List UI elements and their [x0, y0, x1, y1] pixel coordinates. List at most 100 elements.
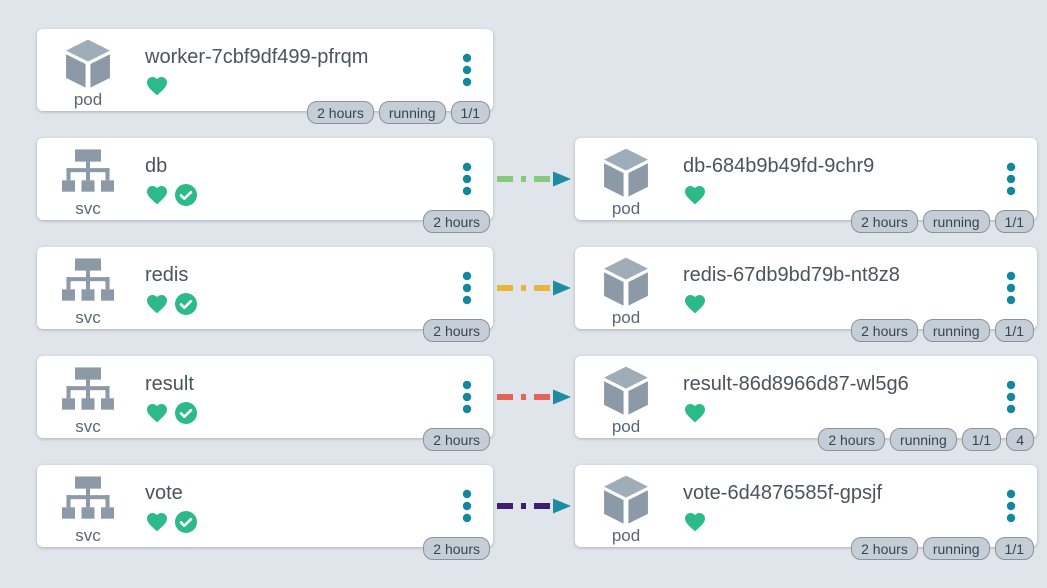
- status-badge: 1/1: [961, 428, 1002, 451]
- node-title: worker-7cbf9df499-pfrqm: [145, 46, 369, 68]
- badge-row: 2 hours: [423, 319, 490, 342]
- health-row: [683, 183, 985, 207]
- badge-row: 2 hours: [423, 210, 490, 233]
- status-badge: running: [922, 537, 990, 560]
- status-badge: running: [378, 101, 446, 124]
- node-content: vote: [139, 465, 441, 547]
- service-tree-icon: [62, 476, 114, 519]
- node-title: db-684b9b49fd-9chr9: [683, 155, 875, 177]
- kebab-menu-button[interactable]: [985, 356, 1037, 438]
- node-title: redis-67db9bd79b-nt8z8: [683, 264, 900, 286]
- health-heart-icon: [147, 77, 167, 96]
- pod-cube-icon: [604, 148, 648, 197]
- kebab-menu-button[interactable]: [985, 138, 1037, 220]
- node-kind-label: pod: [611, 526, 641, 545]
- node-kind-label: pod: [73, 90, 103, 109]
- status-badge: 2 hours: [851, 319, 918, 342]
- status-badge: 2 hours: [307, 101, 374, 124]
- kebab-dots-icon: [1006, 271, 1016, 305]
- badge-row: 2 hours: [423, 537, 490, 560]
- health-heart-icon: [147, 295, 167, 314]
- health-row: [145, 510, 441, 534]
- triangle-arrowhead-icon: [553, 171, 571, 187]
- node-card-db-svc[interactable]: svc db 2 hours: [37, 138, 493, 233]
- node-kind-label: svc: [75, 308, 101, 327]
- node-kind-label: pod: [611, 199, 641, 218]
- node-icon-block: svc: [37, 465, 139, 547]
- kebab-dots-icon: [462, 380, 472, 414]
- status-badge: 2 hours: [423, 319, 490, 342]
- node-card-redis-svc[interactable]: svc redis 2 hours: [37, 247, 493, 342]
- triangle-arrowhead-icon: [553, 389, 571, 405]
- pod-cube-icon: [604, 475, 648, 524]
- node-content: result: [139, 356, 441, 438]
- kebab-menu-button[interactable]: [441, 138, 493, 220]
- node-icon-block: pod: [575, 465, 677, 547]
- health-row: [145, 183, 441, 207]
- node-kind-label: svc: [75, 199, 101, 218]
- node-kind-label: svc: [75, 526, 101, 545]
- status-check-icon: [175, 402, 197, 424]
- status-badge: running: [890, 428, 957, 451]
- status-badge: 4: [1006, 428, 1034, 451]
- node-title: redis: [145, 264, 189, 286]
- health-row: [145, 74, 441, 98]
- node-content: worker-7cbf9df499-pfrqm: [139, 29, 441, 111]
- status-badge: 2 hours: [423, 428, 490, 451]
- pod-cube-icon: [604, 257, 648, 306]
- health-row: [683, 510, 985, 534]
- status-badge: 1/1: [450, 101, 490, 124]
- node-title: vote: [145, 482, 183, 504]
- edge-redis-svc-to-redis-pod: [497, 280, 571, 296]
- node-card-vote-svc[interactable]: svc vote 2 hours: [37, 465, 493, 560]
- edge-vote-svc-to-vote-pod: [497, 498, 571, 514]
- health-heart-icon: [147, 513, 167, 532]
- status-badge: 2 hours: [851, 537, 918, 560]
- service-tree-icon: [62, 258, 114, 301]
- health-heart-icon: [685, 186, 705, 205]
- kebab-menu-button[interactable]: [441, 247, 493, 329]
- status-badge: running: [922, 210, 990, 233]
- status-badge: running: [922, 319, 990, 342]
- node-icon-block: svc: [37, 138, 139, 220]
- status-badge: 2 hours: [851, 210, 918, 233]
- kebab-menu-button[interactable]: [441, 29, 493, 111]
- health-heart-icon: [685, 295, 705, 314]
- triangle-arrowhead-icon: [553, 498, 571, 514]
- kebab-dots-icon: [1006, 489, 1016, 523]
- node-icon-block: svc: [37, 247, 139, 329]
- status-badge: 2 hours: [423, 210, 490, 233]
- health-heart-icon: [685, 404, 705, 423]
- health-row: [145, 292, 441, 316]
- status-check-icon: [175, 511, 197, 533]
- kebab-menu-button[interactable]: [985, 465, 1037, 547]
- node-content: redis-67db9bd79b-nt8z8: [677, 247, 985, 329]
- node-kind-label: pod: [611, 308, 641, 327]
- health-row: [683, 401, 985, 425]
- kebab-dots-icon: [462, 53, 472, 87]
- status-badge: 1/1: [994, 319, 1034, 342]
- kebab-menu-button[interactable]: [441, 465, 493, 547]
- service-tree-icon: [62, 149, 114, 192]
- status-badge: 1/1: [994, 210, 1034, 233]
- status-badge: 2 hours: [818, 428, 886, 451]
- pod-cube-icon: [66, 39, 110, 88]
- kebab-menu-button[interactable]: [441, 356, 493, 438]
- service-tree-icon: [62, 367, 114, 410]
- node-icon-block: pod: [575, 138, 677, 220]
- health-heart-icon: [685, 513, 705, 532]
- node-kind-label: pod: [611, 417, 641, 436]
- edge-db-svc-to-db-pod: [497, 171, 571, 187]
- kebab-dots-icon: [462, 489, 472, 523]
- kebab-menu-button[interactable]: [985, 247, 1037, 329]
- node-card-result-svc[interactable]: svc result 2 hours: [37, 356, 493, 451]
- health-heart-icon: [147, 404, 167, 423]
